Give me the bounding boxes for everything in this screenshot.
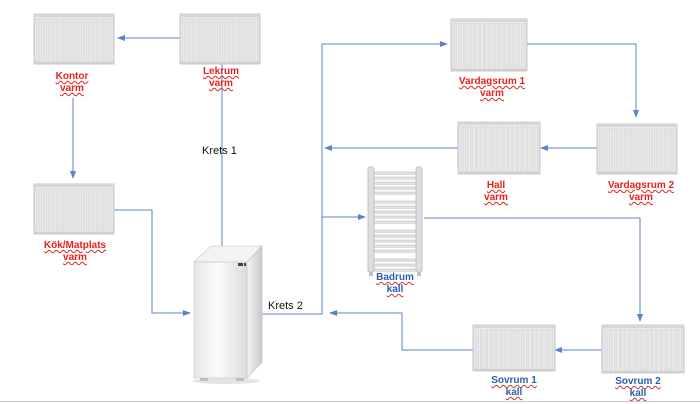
krets2-label: Krets 2 xyxy=(268,300,303,312)
pipe-badrum-to-sovrum2 xyxy=(424,217,643,322)
pipe-connections xyxy=(70,35,643,353)
radiator-kok-icon xyxy=(33,183,115,235)
radiator-hall-icon xyxy=(457,121,541,175)
radiator-lekrum-icon xyxy=(179,13,261,65)
radiator-sovrum1-icon xyxy=(472,324,556,372)
radiator-kontor-icon xyxy=(33,13,115,65)
pipe-kok-to-boiler xyxy=(114,209,191,316)
pipe-vardagsrum1-to-2 xyxy=(526,43,639,118)
pipe-krets2-main xyxy=(258,41,448,315)
radiator-sovrum2-icon xyxy=(601,324,685,374)
radiators xyxy=(33,13,685,374)
towel-radiator-icon xyxy=(367,166,423,276)
radiator-vardagsrum1-icon xyxy=(450,18,528,72)
bottom-divider xyxy=(0,401,700,402)
radiator-vardagsrum2-icon xyxy=(596,123,678,175)
krets1-label: Krets 1 xyxy=(202,145,237,157)
heat-pump-icon xyxy=(192,244,263,384)
pipe-sovrum1-to-boiler xyxy=(329,310,473,351)
